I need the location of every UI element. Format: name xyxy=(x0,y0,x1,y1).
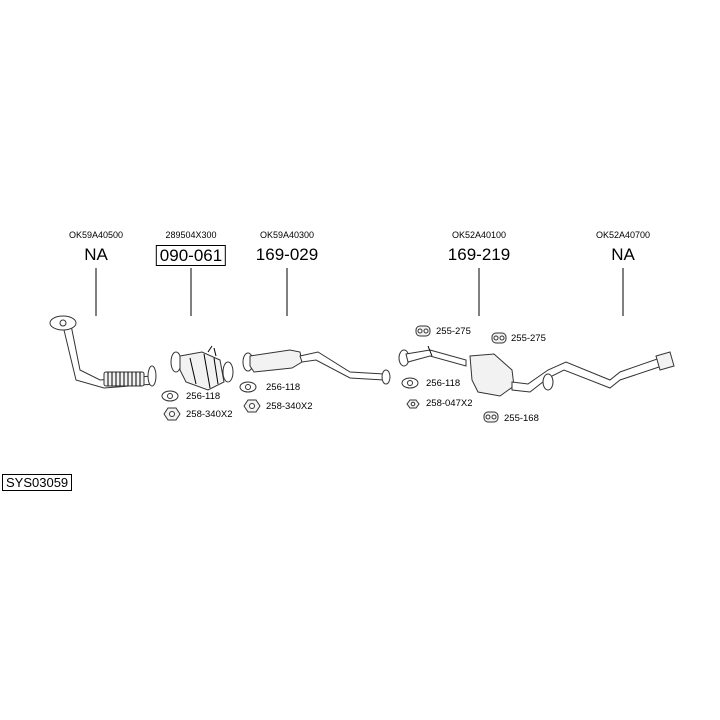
nut-icon xyxy=(406,399,420,409)
rear-silencer-drawing xyxy=(398,345,675,397)
accessory-label-gasket-1: 256-118 xyxy=(186,391,221,402)
gasket-icon xyxy=(161,390,179,402)
accessory-label-mount-1: 255-275 xyxy=(436,326,471,337)
accessory-label-nut-3: 258-047X2 xyxy=(426,398,473,409)
system-code: SYS03059 xyxy=(2,474,73,491)
accessory-label-gasket-2: 256-118 xyxy=(266,382,301,393)
part-number-3: 169-029 xyxy=(255,245,319,264)
rubber-mount-icon xyxy=(415,325,431,337)
oem-number-3: OK59A40300 xyxy=(259,230,315,240)
accessory-label-nut-1: 258-340X2 xyxy=(186,409,233,420)
rubber-mount-icon xyxy=(491,332,507,344)
oem-number-1: OK59A40500 xyxy=(68,230,124,240)
nut-icon xyxy=(163,407,181,421)
front-pipe-drawing xyxy=(49,315,157,389)
nut-icon xyxy=(243,399,261,413)
part-number-2: 090-061 xyxy=(155,245,227,266)
oem-number-2: 289504X300 xyxy=(165,230,217,240)
part-number-5: NA xyxy=(611,245,635,264)
gasket-icon xyxy=(401,377,419,389)
oem-number-4: OK52A40100 xyxy=(451,230,507,240)
oem-number-5: OK52A40700 xyxy=(595,230,651,240)
centre-silencer-drawing xyxy=(242,349,391,385)
part-number-4: 169-219 xyxy=(447,245,511,264)
accessory-label-gasket-3: 256-118 xyxy=(426,378,461,389)
part-number-1: NA xyxy=(84,245,108,264)
gasket-icon xyxy=(239,381,257,393)
catalytic-converter-drawing xyxy=(170,345,234,391)
accessory-label-mount-2: 255-275 xyxy=(511,333,546,344)
accessory-label-nut-2: 258-340X2 xyxy=(266,401,313,412)
accessory-label-mount-3: 255-168 xyxy=(504,413,539,424)
rubber-mount-icon xyxy=(483,411,499,423)
